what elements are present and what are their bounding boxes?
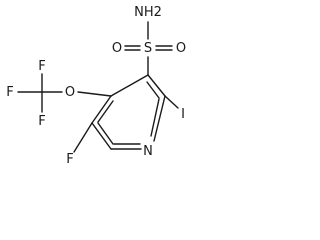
bond-ring-inner-c5-c4 (97, 100, 114, 123)
bond-ring-c4-c3 (110, 74, 149, 97)
atom-nh2: NH2 (134, 5, 162, 20)
bond-c4-o-ether (77, 91, 112, 97)
atom-iodine: I (181, 107, 185, 122)
bond-ring-inner-c6-c5 (97, 122, 114, 145)
atom-fluorine-ring: F (66, 152, 73, 167)
bond-ring-inner-c2-n (150, 98, 160, 137)
bond-ring-c3-c2 (147, 74, 166, 97)
atom-fluorine-cf3-top: F (38, 59, 45, 74)
atom-oxygen-sulfonyl-left: O (112, 41, 122, 56)
bond-c5-f (73, 122, 93, 153)
atom-sulfur: S (144, 41, 152, 56)
bond-c2-iodine (164, 95, 179, 109)
atom-fluorine-cf3-left: F (6, 85, 13, 100)
atom-oxygen-sulfonyl-right: O (176, 41, 186, 56)
bond-ring-c6-c5 (91, 122, 112, 150)
atom-nitrogen-ring: N (143, 144, 153, 159)
atom-oxygen-ether: O (65, 85, 75, 100)
bond-ring-c2-n (153, 95, 166, 142)
bond-ring-inner-c3-c2 (146, 81, 160, 99)
chemical-structure: NH2 S O O O F F F F N I (6, 5, 186, 167)
bond-ring-c5-c4 (91, 95, 112, 124)
atom-fluorine-cf3-bottom: F (38, 114, 45, 129)
